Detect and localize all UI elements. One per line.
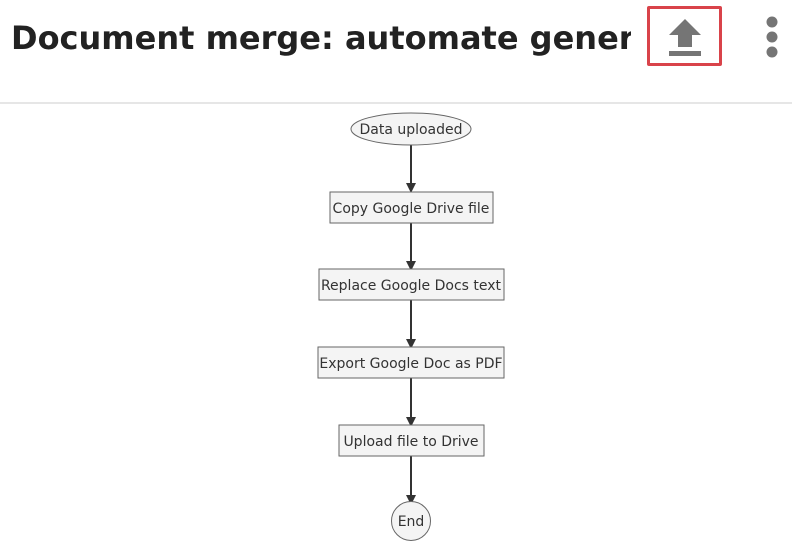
flow-node-label: Replace Google Docs text — [321, 278, 502, 294]
upload-button[interactable] — [647, 6, 722, 66]
flow-node-replace: Replace Google Docs text — [318, 268, 505, 301]
flow-node-label: End — [398, 514, 425, 530]
flow-node-upload: Upload file to Drive — [338, 424, 485, 457]
upload-icon — [669, 19, 701, 56]
more-options-button[interactable] — [758, 14, 786, 60]
flowchart-diagram: Data uploaded Copy Google Drive file Rep… — [317, 112, 505, 541]
flow-node-label: Upload file to Drive — [343, 434, 478, 450]
flow-node-end: End — [391, 501, 431, 541]
flow-node-label: Data uploaded — [359, 122, 462, 138]
flow-node-label: Copy Google Drive file — [333, 201, 490, 217]
header-bar: Document merge: automate generati… — [0, 0, 792, 104]
flow-node-copy: Copy Google Drive file — [329, 191, 494, 224]
more-vertical-icon — [766, 16, 778, 58]
flow-node-start: Data uploaded — [350, 112, 472, 146]
flow-node-label: Export Google Doc as PDF — [319, 356, 502, 372]
page-title: Document merge: automate generati… — [11, 19, 631, 57]
flow-node-export: Export Google Doc as PDF — [317, 346, 505, 379]
